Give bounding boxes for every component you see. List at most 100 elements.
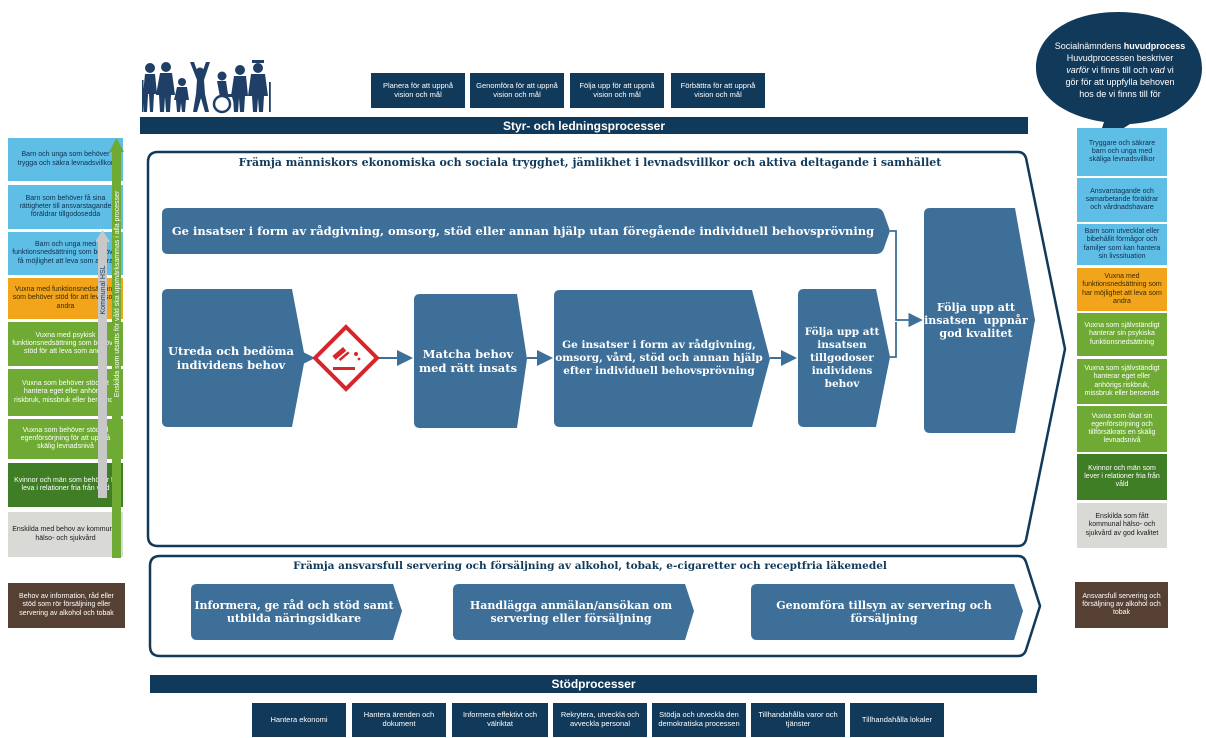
alcohol-step-3-shape — [751, 584, 1023, 640]
alcohol-step-line: utbilda näringsidkare — [226, 612, 362, 625]
folja-upp-step[interactable]: Följa upp att insatsen tillgodoser indiv… — [798, 289, 886, 427]
folja-upp-shape — [798, 289, 890, 427]
support-demokratiska[interactable]: Stödja och utveckla den demokratiska pro… — [652, 703, 746, 737]
folja-upp-line: tillgodoser — [810, 351, 874, 364]
judge-gavel-warning-icon — [312, 324, 380, 392]
folja-kvalitet-line: Följa upp att — [936, 301, 1016, 314]
right-result-label: Vuxna med funktionsnedsättning som har m… — [1082, 273, 1162, 305]
left-need-label: Kvinnor och män som behöver få leva i re… — [14, 476, 117, 492]
right-result-familjer[interactable]: Barn som utvecklat eller bibehållit förm… — [1077, 224, 1167, 265]
speech-bubble-icon — [1036, 12, 1202, 146]
matcha-line: Matcha behov — [422, 347, 514, 361]
right-result-foraldrar[interactable]: Ansvarstagande och samarbetande föräldra… — [1077, 178, 1167, 222]
right-result-label: Enskilda som fått kommunal hälso- och sj… — [1085, 513, 1159, 537]
right-result-halso-sjukvard[interactable]: Enskilda som fått kommunal hälso- och sj… — [1077, 503, 1167, 548]
alcohol-step-line: Informera, ge råd och stöd samt — [194, 599, 394, 612]
support-label: Hantera ärenden och dokument — [363, 710, 435, 728]
right-result-label: Vuxna som ökat sin egenförsörjning och t… — [1088, 412, 1156, 445]
alcohol-step-line: servering eller försäljning — [490, 612, 652, 625]
left-need-alkohol[interactable]: Behov av information, råd eller stöd som… — [8, 583, 125, 628]
left-need-label: Vuxna med psykisk funktionsnedsättning s… — [12, 331, 119, 356]
right-result-label: Vuxna som självständigt hanterar eget el… — [1084, 365, 1160, 397]
folja-kvalitet-step[interactable]: Följa upp att insatsen uppnår god kvalit… — [924, 208, 1028, 433]
left-need-label: Barn och unga med funktionsnedsättning s… — [12, 241, 119, 265]
top-flow-label: Ge insatser i form av rådgivning, omsorg… — [171, 224, 875, 238]
top-flow-step[interactable]: Ge insatser i form av rådgivning, omsorg… — [162, 208, 884, 254]
bubble-line5: hos de vi finns till för — [1079, 89, 1161, 99]
support-label: Informera effektivt och välriktat — [462, 710, 538, 728]
right-result-label: Kvinnor och män som lever i relationer f… — [1084, 464, 1160, 489]
right-result-label: Tryggare och säkrare barn och unga med s… — [1088, 139, 1156, 164]
support-label: Rekrytera, utveckla och avveckla persona… — [560, 710, 640, 728]
left-need-halso-sjukvard[interactable]: Enskilda med behov av kommunal hälso- oc… — [8, 512, 123, 557]
support-label: Tillhandahålla lokaler — [861, 714, 933, 724]
alcohol-step-line: Handlägga anmälan/ansökan om — [469, 599, 673, 612]
right-result-vald[interactable]: Kvinnor och män som lever i relationer f… — [1077, 454, 1167, 500]
ge-insatser-step[interactable]: Ge insatser i form av rådgivning, omsorg… — [554, 290, 764, 427]
left-need-label: Vuxna som behöver stöd till egenförsörjn… — [20, 426, 111, 451]
alcohol-step-handlagga[interactable]: Handlägga anmälan/ansökan om servering e… — [453, 584, 689, 640]
top-step-folja-upp[interactable]: Följa upp för att uppnå vision och mål — [570, 73, 664, 108]
alcohol-step-tillsyn[interactable]: Genomföra tillsyn av servering och försä… — [751, 584, 1017, 640]
ge-insatser-line: efter individuell behovsprövning — [563, 365, 755, 377]
ge-insatser-shape — [554, 290, 770, 427]
support-hantera-arenden[interactable]: Hantera ärenden och dokument — [352, 703, 446, 737]
right-result-tryggare-barn[interactable]: Tryggare och säkrare barn och unga med s… — [1077, 128, 1167, 176]
right-result-vuxna-funktion[interactable]: Vuxna med funktionsnedsättning som har m… — [1077, 268, 1167, 311]
right-result-label: Ansvarstagande och samarbetande föräldra… — [1085, 187, 1159, 212]
right-result-egenforsorjning[interactable]: Vuxna som ökat sin egenförsörjning och t… — [1077, 406, 1167, 452]
support-informera[interactable]: Informera effektivt och välriktat — [452, 703, 548, 737]
styr-och-ledningsprocesser-bar[interactable]: Styr- och ledningsprocesser — [140, 117, 1028, 134]
folja-kvalitet-line: insatsen uppnår — [924, 314, 1028, 327]
bubble-line4: gör för att uppfylla behoven — [1065, 77, 1175, 87]
left-need-label: Barn och unga som behöver trygga och säk… — [17, 151, 114, 167]
top-step-label: Förbättra för att uppnå vision och mål — [680, 80, 756, 99]
right-result-psykisk[interactable]: Vuxna som självständigt hanterar sin psy… — [1077, 313, 1167, 356]
left-need-label: Vuxna som behöver stöd att hantera eget … — [13, 380, 118, 404]
top-step-forbattra[interactable]: Förbättra för att uppnå vision och mål — [671, 73, 765, 108]
matcha-step[interactable]: Matcha behov med rätt insats — [414, 294, 522, 428]
right-result-alkohol[interactable]: Ansvarsfull servering och försäljning av… — [1075, 582, 1168, 628]
left-need-label: Barn som behöver få sina rättigheter til… — [19, 194, 112, 219]
right-result-missbruk[interactable]: Vuxna som självständigt hanterar eget el… — [1077, 359, 1167, 404]
utreda-step[interactable]: Utreda och bedöma individens behov — [162, 289, 300, 427]
people-silhouettes-icon — [142, 60, 271, 114]
styr-bar-label: Styr- och ledningsprocesser — [502, 118, 666, 133]
folja-kvalitet-line: god kvalitet — [939, 327, 1013, 340]
folja-upp-line: insatsen — [817, 338, 867, 351]
bubble-line3-end: vi — [1164, 65, 1174, 75]
vertical-arrows — [95, 138, 124, 558]
right-result-label: Vuxna som självständigt hanterar sin psy… — [1084, 322, 1160, 346]
support-lokaler[interactable]: Tillhandahålla lokaler — [850, 703, 944, 737]
top-step-label: Planera för att uppnå vision och mål — [382, 80, 454, 99]
alcohol-step-informera[interactable]: Informera, ge råd och stöd samt utbilda … — [191, 584, 397, 640]
alcohol-step-1-shape — [191, 584, 402, 640]
top-step-label: Följa upp för att uppnå vision och mål — [579, 80, 655, 99]
utreda-shape — [162, 289, 305, 427]
bubble-line3-italic2: vad — [1150, 65, 1165, 75]
utreda-line: Utreda och bedöma — [168, 344, 294, 358]
folja-upp-line: behov — [824, 377, 860, 390]
top-step-label: Genomföra för att uppnå vision och mål — [476, 80, 558, 99]
stodprocesser-bar[interactable]: Stödprocesser — [150, 675, 1037, 693]
support-label: Stödja och utveckla den demokratiska pro… — [658, 710, 740, 728]
matcha-line: med rätt insats — [418, 361, 518, 375]
bubble-line3: vi finns till och — [1089, 65, 1151, 75]
folja-kvalitet-shape — [924, 208, 1035, 433]
main-process-title: Främja människors ekonomiska och sociala… — [238, 156, 942, 169]
left-need-barn-rattigheter[interactable]: Barn som behöver få sina rättigheter til… — [8, 185, 123, 229]
ge-insatser-line: omsorg, vård, stöd och annan hjälp — [555, 352, 763, 364]
support-varor-tjanster[interactable]: Tillhandahålla varor och tjänster — [751, 703, 845, 737]
alcohol-step-2-shape — [453, 584, 694, 640]
support-label: Tillhandahålla varor och tjänster — [758, 710, 838, 728]
top-step-planera[interactable]: Planera för att uppnå vision och mål — [371, 73, 465, 108]
left-need-label: Enskilda med behov av kommunal hälso- oc… — [12, 526, 119, 542]
bubble-line3-italic: varför — [1066, 65, 1090, 75]
support-personal[interactable]: Rekrytera, utveckla och avveckla persona… — [553, 703, 647, 737]
support-hantera-ekonomi[interactable]: Hantera ekonomi — [252, 703, 346, 737]
left-need-barn-trygga[interactable]: Barn och unga som behöver trygga och säk… — [8, 138, 123, 181]
left-need-label: Vuxna med funktionsnedsättning som behöv… — [12, 286, 119, 310]
top-step-genomfora[interactable]: Genomföra för att uppnå vision och mål — [470, 73, 564, 108]
right-result-label: Barn som utvecklat eller bibehållit förm… — [1083, 228, 1161, 260]
